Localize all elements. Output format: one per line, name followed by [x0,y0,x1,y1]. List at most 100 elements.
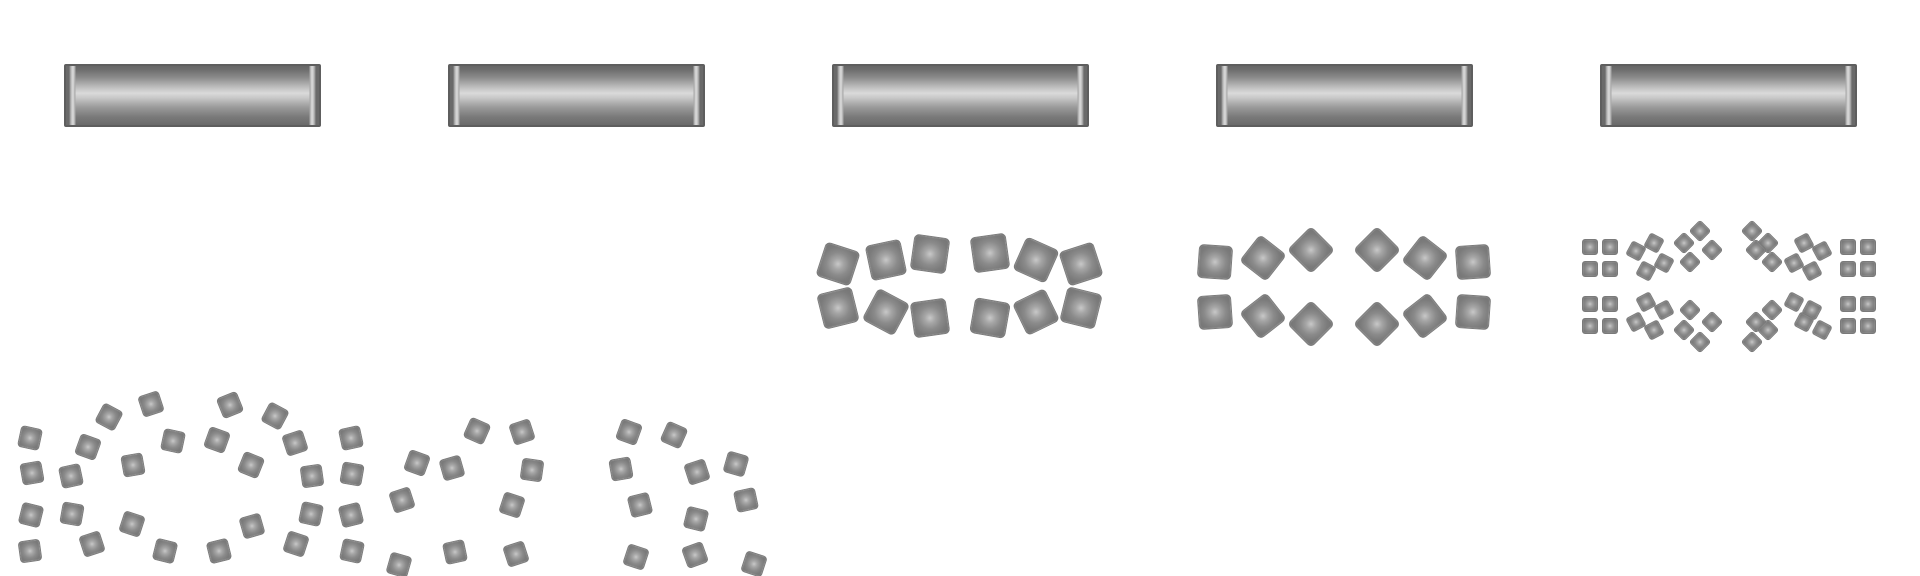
gem-tile-icon [1582,239,1598,255]
gem-tile-icon [1811,240,1833,262]
gem-tile-icon [519,457,545,483]
gem-tile-icon [1678,250,1702,274]
metallic-bar-icon [832,64,1089,127]
gem-tile-icon [740,550,768,576]
gem-tile-icon [969,297,1011,339]
gem-tile-icon [608,456,634,482]
gem-tile-icon [137,390,165,418]
gem-tile-icon [1811,319,1833,341]
gem-tile-icon [1860,296,1876,312]
gem-tile-icon [118,510,146,538]
gem-tile-icon [339,461,365,487]
gem-tile-icon [236,450,266,480]
gem-tile-icon [1196,293,1234,331]
gem-tile-icon [1783,252,1805,274]
gem-tile-icon [337,501,365,529]
gem-tile-icon [1059,286,1103,330]
gem-tile-icon [909,297,951,339]
metallic-bar-icon [1600,64,1857,127]
gem-tile-icon [1840,318,1856,334]
gem-tile-icon [683,458,711,486]
gem-tile-icon [151,537,179,565]
gem-tile-icon [159,427,187,455]
gem-tile-icon [508,418,536,446]
gem-tile-icon [659,420,689,450]
gem-tile-icon [338,537,366,565]
gem-tile-icon [622,543,650,571]
gem-tile-icon [202,425,232,455]
gem-tile-icon [969,232,1011,274]
gem-tile-icon [78,530,106,558]
gem-tile-icon [722,450,750,478]
gem-tile-icon [682,505,710,533]
gem-tile-icon [337,424,365,452]
gem-tile-icon [441,538,469,566]
gem-tile-icon [1643,319,1665,341]
gem-tile-icon [1840,239,1856,255]
gem-tile-icon [1286,299,1336,349]
gem-tile-icon [816,286,860,330]
gem-tile-icon [1783,291,1805,313]
gem-tile-icon [1793,232,1815,254]
gem-tile-icon [1625,311,1647,333]
gem-tile-icon [1700,310,1724,334]
gem-tile-icon [1801,260,1823,282]
gem-tile-icon [388,486,416,514]
gem-tile-icon [498,491,526,519]
gem-tile-icon [815,241,861,287]
gem-tile-icon [1840,261,1856,277]
gem-tile-icon [1239,292,1287,340]
gem-tile-icon [1602,318,1618,334]
gem-tile-icon [1582,296,1598,312]
gem-tile-icon [57,462,85,490]
gem-tile-icon [732,486,760,514]
gem-tile-icon [1011,287,1061,337]
gem-tile-icon [1653,252,1675,274]
gem-tile-icon [1635,291,1657,313]
gem-tile-icon [205,537,233,565]
gem-tile-icon [614,417,644,447]
gem-tile-icon [1401,292,1449,340]
gem-tile-icon [281,429,309,457]
metallic-bar-icon [1216,64,1473,127]
gem-tile-icon [1401,234,1449,282]
gem-tile-icon [1286,225,1336,275]
gem-tile-icon [462,416,492,446]
gem-tile-icon [1653,299,1675,321]
gem-tile-icon [1058,241,1104,287]
gem-tile-icon [1688,330,1712,354]
gem-tile-icon [73,432,103,462]
gem-tile-icon [1582,318,1598,334]
gem-tile-icon [1454,293,1492,331]
gem-tile-icon [1239,234,1287,282]
gem-tile-icon [17,538,43,564]
gem-tile-icon [1602,239,1618,255]
gem-tile-icon [438,454,466,482]
gem-tile-icon [1860,261,1876,277]
gem-tile-icon [238,512,266,540]
gem-tile-icon [402,448,432,478]
gem-tile-icon [1860,318,1876,334]
gem-tile-icon [16,424,44,452]
gem-tile-icon [297,500,325,528]
gem-tile-icon [17,501,45,529]
gem-tile-icon [1352,225,1402,275]
gem-tile-icon [59,501,85,527]
gem-tile-icon [385,551,413,576]
gem-tile-icon [626,491,654,519]
gem-tile-icon [1678,298,1702,322]
gem-tile-icon [1012,236,1060,284]
gem-tile-icon [1700,238,1724,262]
gem-tile-icon [1860,239,1876,255]
gem-tile-icon [1454,243,1492,281]
metallic-bar-icon [448,64,705,127]
gem-tile-icon [1196,243,1234,281]
gem-tile-icon [282,530,310,558]
gem-tile-icon [502,540,530,568]
gem-tile-icon [215,390,245,420]
gem-tile-icon [1602,261,1618,277]
gem-tile-icon [1602,296,1618,312]
gem-tile-icon [1352,299,1402,349]
gem-tile-icon [1840,296,1856,312]
